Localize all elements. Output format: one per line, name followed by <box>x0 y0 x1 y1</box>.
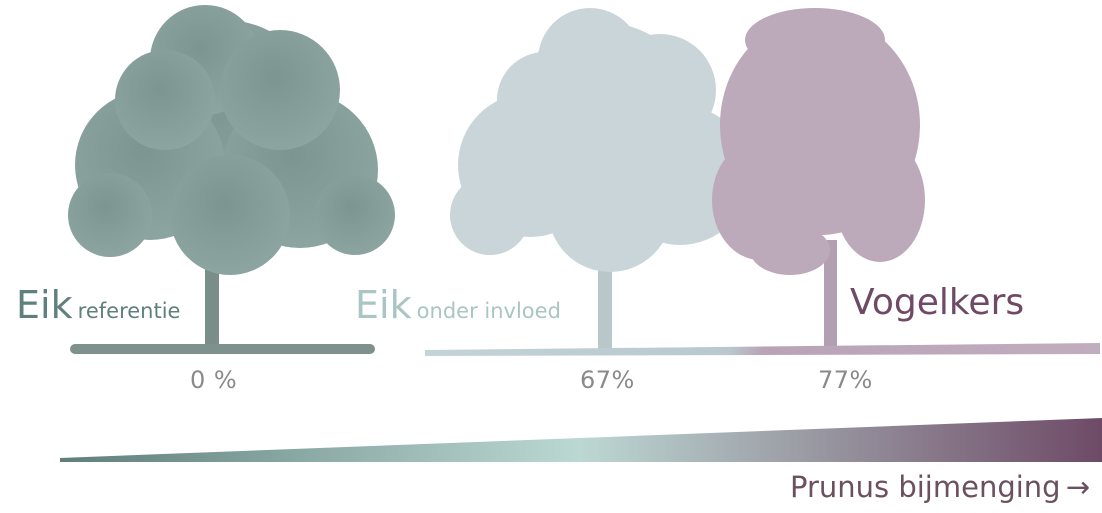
gradient-wedge <box>60 418 1102 462</box>
arrow-right-icon: → <box>1065 470 1090 504</box>
tree-eik-referentie <box>68 5 395 354</box>
trunk <box>205 250 219 345</box>
tree-name: Eik <box>355 283 412 327</box>
axis-label-text: Prunus bijmenging <box>789 470 1061 504</box>
ground <box>70 344 375 354</box>
tree-eik-onder-invloed <box>450 8 750 350</box>
tree-subscript: onder invloed <box>416 299 561 323</box>
tree-label-3: Vogelkers <box>850 282 1024 323</box>
percent-label-2: 67% <box>580 366 635 394</box>
tree-vogelkers <box>712 8 925 352</box>
ground-shared <box>425 343 1100 356</box>
tree-label-1: Eik referentie <box>16 283 180 327</box>
percent-label-3: 77% <box>818 366 873 394</box>
crown <box>68 5 395 275</box>
tree-name: Eik <box>16 283 73 327</box>
tree-subscript: referentie <box>77 299 181 323</box>
tree-name: Vogelkers <box>850 282 1025 323</box>
percent-label-1: 0 % <box>190 366 238 394</box>
tree-label-2: Eik onder invloed <box>355 283 561 327</box>
axis-label: Prunus bijmenging → <box>790 470 1090 504</box>
